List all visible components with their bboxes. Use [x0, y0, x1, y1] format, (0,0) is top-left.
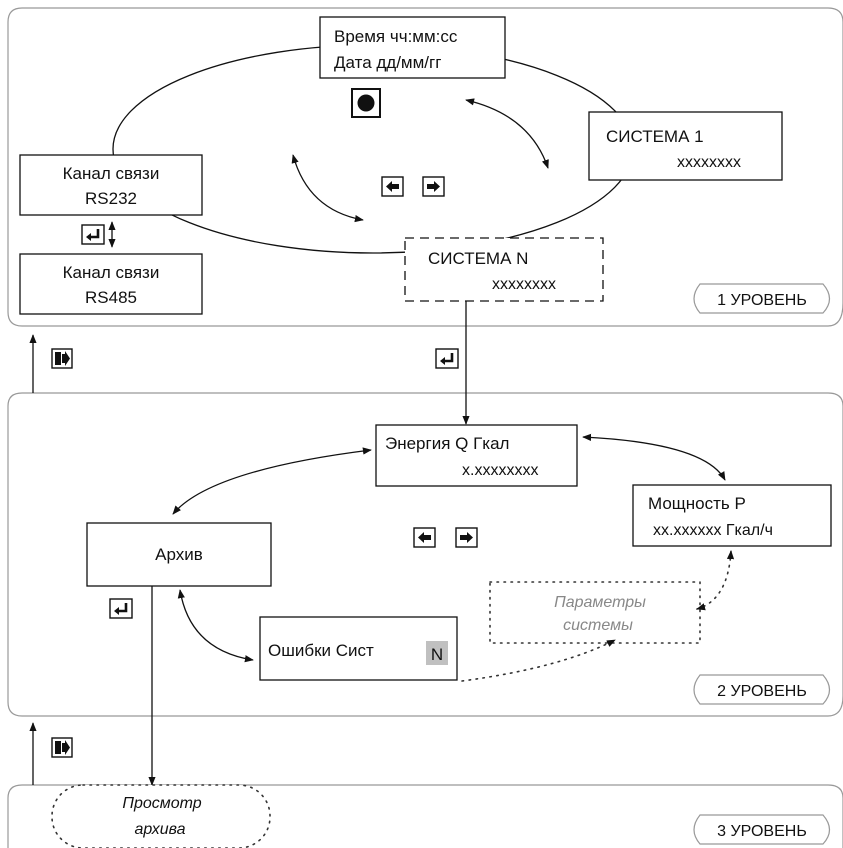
energy-power-arrow — [582, 433, 726, 481]
svg-text:1 УРОВЕНЬ: 1 УРОВЕНЬ — [717, 292, 807, 309]
channel-rs485-box: Канал связи RS485 — [19, 253, 203, 315]
system1-box: СИСТЕМА 1 xxxxxxxx — [588, 111, 783, 181]
svg-text:системы: системы — [563, 617, 633, 634]
systemN-box: СИСТЕМА N xxxxxxxx — [404, 237, 604, 302]
svg-text:Мощность P: Мощность P — [648, 494, 746, 513]
svg-text:RS485: RS485 — [85, 288, 137, 307]
level2-label: 2 УРОВЕНЬ — [693, 674, 831, 705]
arrow-right-key-icon — [422, 176, 445, 197]
svg-text:N: N — [431, 645, 443, 664]
cycle-arrow-right — [465, 98, 549, 169]
errors-box: Ошибки Сист N — [259, 616, 458, 681]
svg-text:xxxxxxxx: xxxxxxxx — [677, 154, 741, 171]
svg-text:xxxxxxxx: xxxxxxxx — [492, 276, 556, 293]
power-box: Мощность P xx.xxxxxx Гкал/ч — [632, 484, 832, 547]
arrow-left-key-icon — [413, 527, 436, 548]
energy-box: Энергия Q Гкал x.xxxxxxxx — [375, 424, 578, 487]
svg-text:Архив: Архив — [155, 545, 203, 564]
svg-text:xx.xxxxxx Гкал/ч: xx.xxxxxx Гкал/ч — [653, 522, 773, 539]
energy-archive-arrow — [172, 447, 372, 515]
level1-panel — [7, 7, 843, 327]
arrow-right-key-icon — [455, 527, 478, 548]
level3-label: 3 УРОВЕНЬ — [693, 814, 831, 845]
level2-panel — [7, 392, 843, 717]
svg-text:Просмотр: Просмотр — [122, 795, 201, 812]
svg-text:Дата дд/мм/гг: Дата дд/мм/гг — [334, 53, 441, 72]
params-power-dotted-arrow — [696, 550, 735, 611]
svg-text:2 УРОВЕНЬ: 2 УРОВЕНЬ — [717, 683, 807, 700]
errors-params-dotted-arrow — [461, 639, 616, 682]
arrow-left-key-icon — [381, 176, 404, 197]
archive-errors-arrow — [177, 589, 254, 663]
exit-key-icon — [51, 737, 73, 758]
archive-box: Архив — [86, 522, 272, 587]
svg-text:x.xxxxxxxx: x.xxxxxxxx — [462, 462, 538, 479]
cycle-arrow-left — [291, 154, 364, 223]
svg-text:Энергия Q Гкал: Энергия Q Гкал — [385, 434, 509, 453]
svg-text:3 УРОВЕНЬ: 3 УРОВЕНЬ — [717, 823, 807, 840]
svg-text:RS232: RS232 — [85, 189, 137, 208]
svg-text:СИСТЕМА 1: СИСТЕМА 1 — [606, 127, 704, 146]
svg-text:СИСТЕМА N: СИСТЕМА N — [428, 249, 528, 268]
system-number-highlight — [426, 641, 448, 665]
svg-text:Канал связи: Канал связи — [63, 263, 160, 282]
svg-text:Параметры: Параметры — [554, 594, 646, 611]
svg-text:Время чч:мм:сс: Время чч:мм:сс — [334, 27, 458, 46]
exit-key-icon — [51, 348, 73, 369]
enter-key-icon — [435, 348, 459, 369]
level1-label: 1 УРОВЕНЬ — [693, 283, 831, 314]
svg-text:архива: архива — [134, 821, 185, 838]
enter-key-icon — [109, 598, 133, 619]
enter-key-icon — [81, 224, 105, 245]
archive-view-oval: Просмотр архива — [51, 784, 271, 848]
time-date-box: Время чч:мм:сс Дата дд/мм/гг — [319, 16, 506, 79]
stop-button-icon — [351, 88, 381, 118]
system-parameters-box: Параметры системы — [489, 581, 701, 644]
svg-text:Ошибки Сист: Ошибки Сист — [268, 641, 374, 660]
svg-text:Канал связи: Канал связи — [63, 164, 160, 183]
channel-rs232-box: Канал связи RS232 — [19, 154, 203, 216]
